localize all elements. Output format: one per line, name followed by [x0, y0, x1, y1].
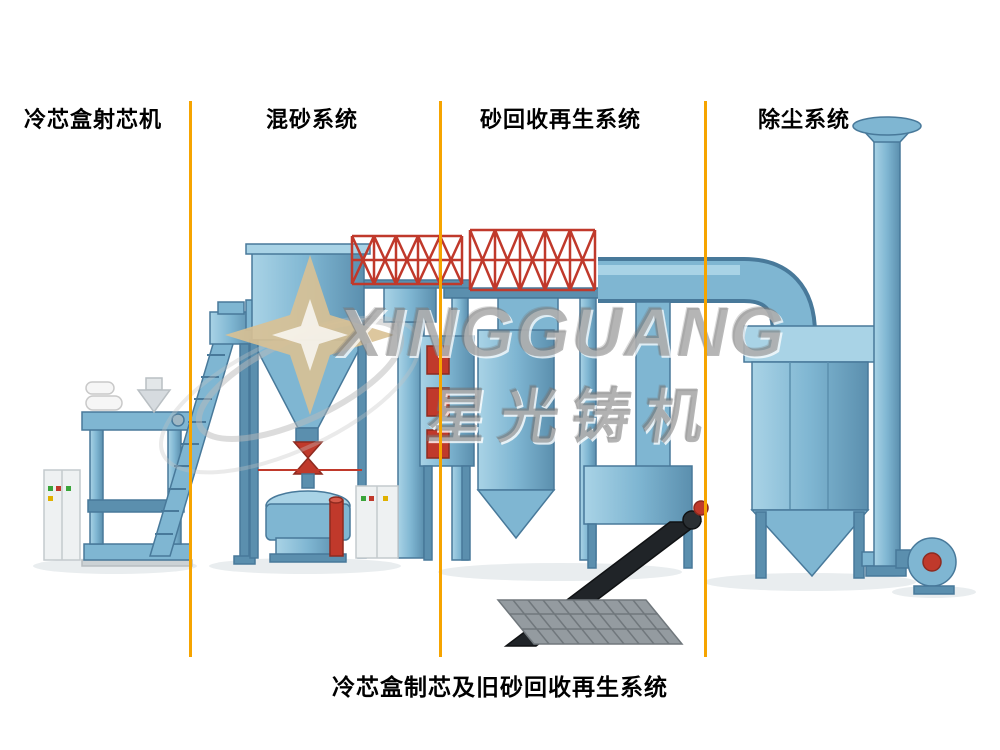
section-label-dust-removal: 除尘系统 [758, 107, 851, 132]
bucket-elevator [148, 299, 261, 565]
air-cylinder [85, 395, 123, 411]
double-cone-valve [292, 456, 324, 475]
exhaust-stack [873, 129, 901, 571]
double-cone-valve [292, 441, 324, 460]
conveyor-hood [583, 465, 693, 525]
storage-hopper [251, 251, 365, 341]
sand-funnel [136, 389, 172, 414]
platform-railing [468, 228, 597, 292]
regenerator-body [477, 329, 555, 491]
section-label-sand-mixing: 混砂系统 [266, 107, 359, 132]
fan-hub [922, 552, 942, 572]
red-pump [329, 499, 344, 557]
dust-removal-system [743, 116, 957, 595]
section-divider-2 [439, 101, 442, 657]
section-label-sand-reclamation: 砂回收再生系统 [480, 107, 642, 132]
stack-cap [852, 116, 922, 136]
dust-collector-body [751, 361, 869, 511]
section-divider-3 [704, 101, 707, 657]
sand-reclamation-system [419, 228, 817, 647]
air-cylinder [85, 381, 115, 395]
drop-duct [635, 301, 671, 471]
section-divider-1 [189, 101, 192, 657]
platform-railing [350, 234, 464, 286]
diagram-caption: 冷芯盒制芯及旧砂回收再生系统 [332, 674, 668, 700]
section-label-core-shooter: 冷芯盒射芯机 [24, 107, 163, 132]
